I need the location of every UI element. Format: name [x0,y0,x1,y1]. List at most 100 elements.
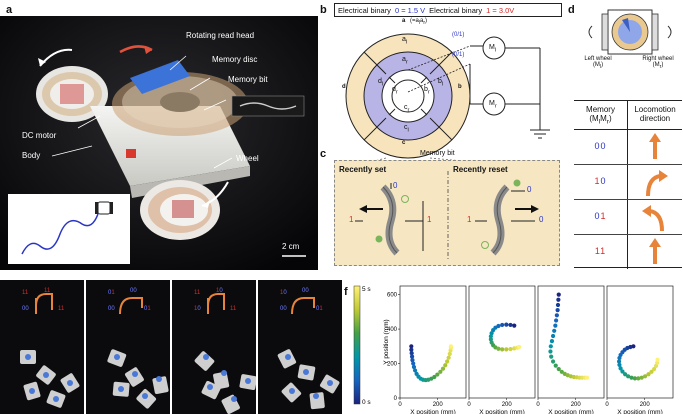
trajectory-point [620,369,625,374]
trajectory-point [636,376,641,381]
frame-memory-code: 11 [58,306,64,312]
frame-digit: 1 [280,290,284,296]
segment-c-l-letter: c [404,124,408,131]
trajectory-point [447,351,452,356]
frame-memory-code: 00 [22,306,29,312]
segment-c-r: cr [404,104,409,113]
left-wheel-text: Left wheel [584,56,612,62]
memory-digit-r: 0 [600,141,607,151]
table-row-divider [574,199,682,200]
memory-code-cell: 01 [574,211,627,221]
left-wheel-motor: (Ml) [578,62,618,70]
table-row-divider [574,164,682,165]
trajectory-point [552,328,557,333]
trajectory-point [548,349,553,354]
trajectory-point [440,366,446,371]
frame-digit: 1 [319,306,323,312]
col-memory-l: l [598,118,601,126]
trajectory-point [554,318,559,323]
trajectory-point [632,376,638,381]
direction-arrow-left [642,205,664,232]
frame-memory-code: 11 [22,290,28,296]
frame-memory-code: 01 [316,306,323,312]
trajectory-panel-frame [399,285,467,399]
memory-code-cell: 00 [574,141,627,151]
trajectory-point [642,374,648,379]
frame-digit: 1 [46,288,51,294]
trajectory-point [556,297,561,302]
trajectory-point [409,347,414,352]
label-body: Body [22,151,41,160]
trajectory-point [500,322,505,328]
frame-digit: 1 [44,288,47,294]
label-memory-bit: Memory bit [228,75,268,84]
trajectory-point [617,355,622,361]
frame-digit: 0 [108,290,112,296]
frame-digit: 0 [108,306,112,312]
left-wheel-caption: Left wheel (Ml) [578,56,618,70]
right-wheel-motor-sub: r [659,64,662,71]
y-tick-label: 600 [387,293,398,299]
frame-digit: 0 [197,306,201,312]
memory-digit-r: 0 [600,176,607,186]
frame-illustration [107,297,169,409]
set-left-value: 1 [349,215,354,224]
col-memory-title: Memory [586,105,615,114]
segment-a-r-letter: a [402,56,406,63]
trajectory-point [617,362,622,368]
segment-d-r: dr [392,86,398,95]
col-header-memory: Memory (MlMr) [574,105,627,126]
a-expression: (=alar) [410,18,427,26]
segment-d-r-sub: r [395,89,398,96]
trajectory-point [409,351,414,356]
col-header-locomotion: Locomotion direction [628,105,682,123]
segment-c-r-letter: c [404,104,408,111]
trajectory-point [554,313,559,318]
x-tick-label: 0 [536,402,540,408]
frame-memory-code: 01 [144,306,151,312]
trajectory-point [556,366,561,372]
segment-b-l-letter: b [438,78,442,85]
y-axis-label: Y position (mm) [383,319,390,364]
segment-b-r-letter: b [424,86,428,93]
frame-memory-code: 10 [194,306,201,312]
trajectory-point [411,361,416,366]
frame-memory-code: 00 [130,288,137,294]
left-wheel-motor-sub: l [599,64,602,71]
bit-r-value: (0/1) [452,52,465,58]
frame-digit: 1 [22,290,25,296]
trajectory-point [618,366,623,371]
frame-digit: 0 [283,306,287,312]
trajectory-point [555,308,560,313]
frame-digit: 1 [196,290,201,296]
x-tick-label: 0 [605,402,609,408]
memory-digit-r: 1 [600,211,607,221]
set-top-value: 0 [393,181,398,190]
legend-prefix-one: Electrical binary [429,5,483,15]
trajectory-point [549,354,554,359]
x-axis-label: X position (mm) [479,409,525,414]
frame-digit: 0 [219,288,223,294]
col-memory-mid: M [600,114,607,123]
segment-a-l-sub: l [405,39,408,46]
x-tick-label: 200 [640,402,651,408]
trajectory-point [646,372,651,377]
trajectory-point [448,344,454,349]
col-loco-line-2: direction [639,114,671,123]
trajectory-point [550,359,556,364]
outer-b-label: b [458,84,462,90]
panel-label-d: d [568,4,575,16]
frame-digit: 0 [316,306,320,312]
frame-illustration [20,293,80,408]
segment-d-l: dl [378,78,383,87]
frame-digit: 0 [283,290,287,296]
memory-bit-title: Memory bit [420,150,455,157]
label-memory-disc: Memory disc [212,55,258,64]
trajectory-panel-frame [606,285,674,399]
y-tick-label: 0 [394,396,398,402]
frame-memory-code: 01 [108,290,115,296]
motor-r-label: Mr [489,100,497,109]
trajectory-panel-frame [468,285,536,399]
motor-l-sub: l [494,47,497,54]
